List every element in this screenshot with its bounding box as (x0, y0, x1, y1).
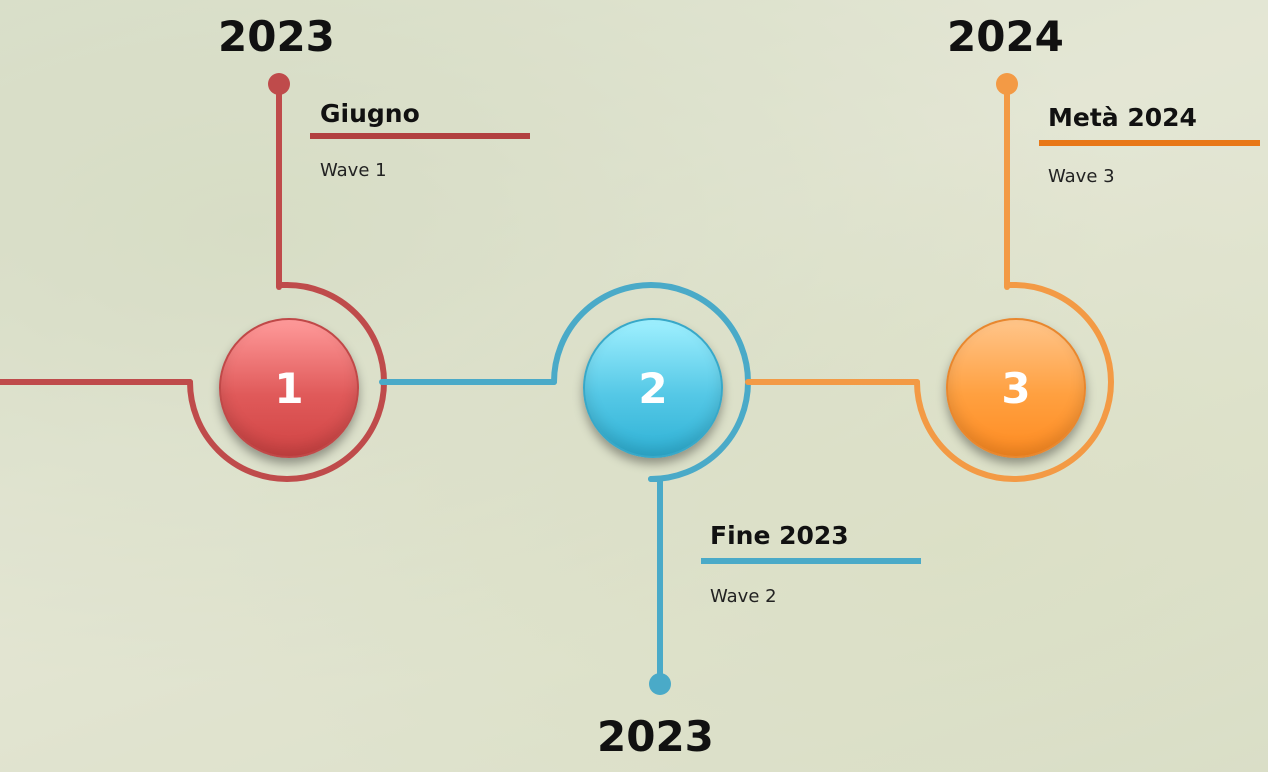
connector-3-dot (996, 73, 1018, 95)
milestone-3-title: Metà 2024 (1048, 103, 1197, 132)
milestone-2-title: Fine 2023 (710, 521, 849, 550)
milestone-1-underline (310, 133, 530, 139)
milestone-2-number: 2 (638, 363, 668, 413)
milestone-2-node: 2 (583, 318, 723, 458)
milestone-1-title: Giugno (320, 99, 420, 128)
milestone-1-node: 1 (219, 318, 359, 458)
connector-2-dot (649, 673, 671, 695)
milestone-3-node: 3 (946, 318, 1086, 458)
milestone-3-label: Wave 3 (1048, 166, 1115, 187)
connector-1-dot (268, 73, 290, 95)
milestone-1-year: 2023 (218, 12, 335, 61)
milestone-3-underline (1039, 140, 1260, 146)
milestone-1-number: 1 (274, 363, 304, 413)
milestone-2-label: Wave 2 (710, 586, 777, 607)
milestone-2-underline (701, 558, 921, 564)
connector-2 (379, 282, 751, 687)
milestone-3-year: 2024 (947, 12, 1064, 61)
milestone-2-year: 2023 (597, 712, 714, 761)
milestone-3-number: 3 (1001, 363, 1031, 413)
milestone-1-label: Wave 1 (320, 160, 387, 181)
connector-3 (745, 81, 1114, 482)
connector-1 (0, 81, 387, 482)
